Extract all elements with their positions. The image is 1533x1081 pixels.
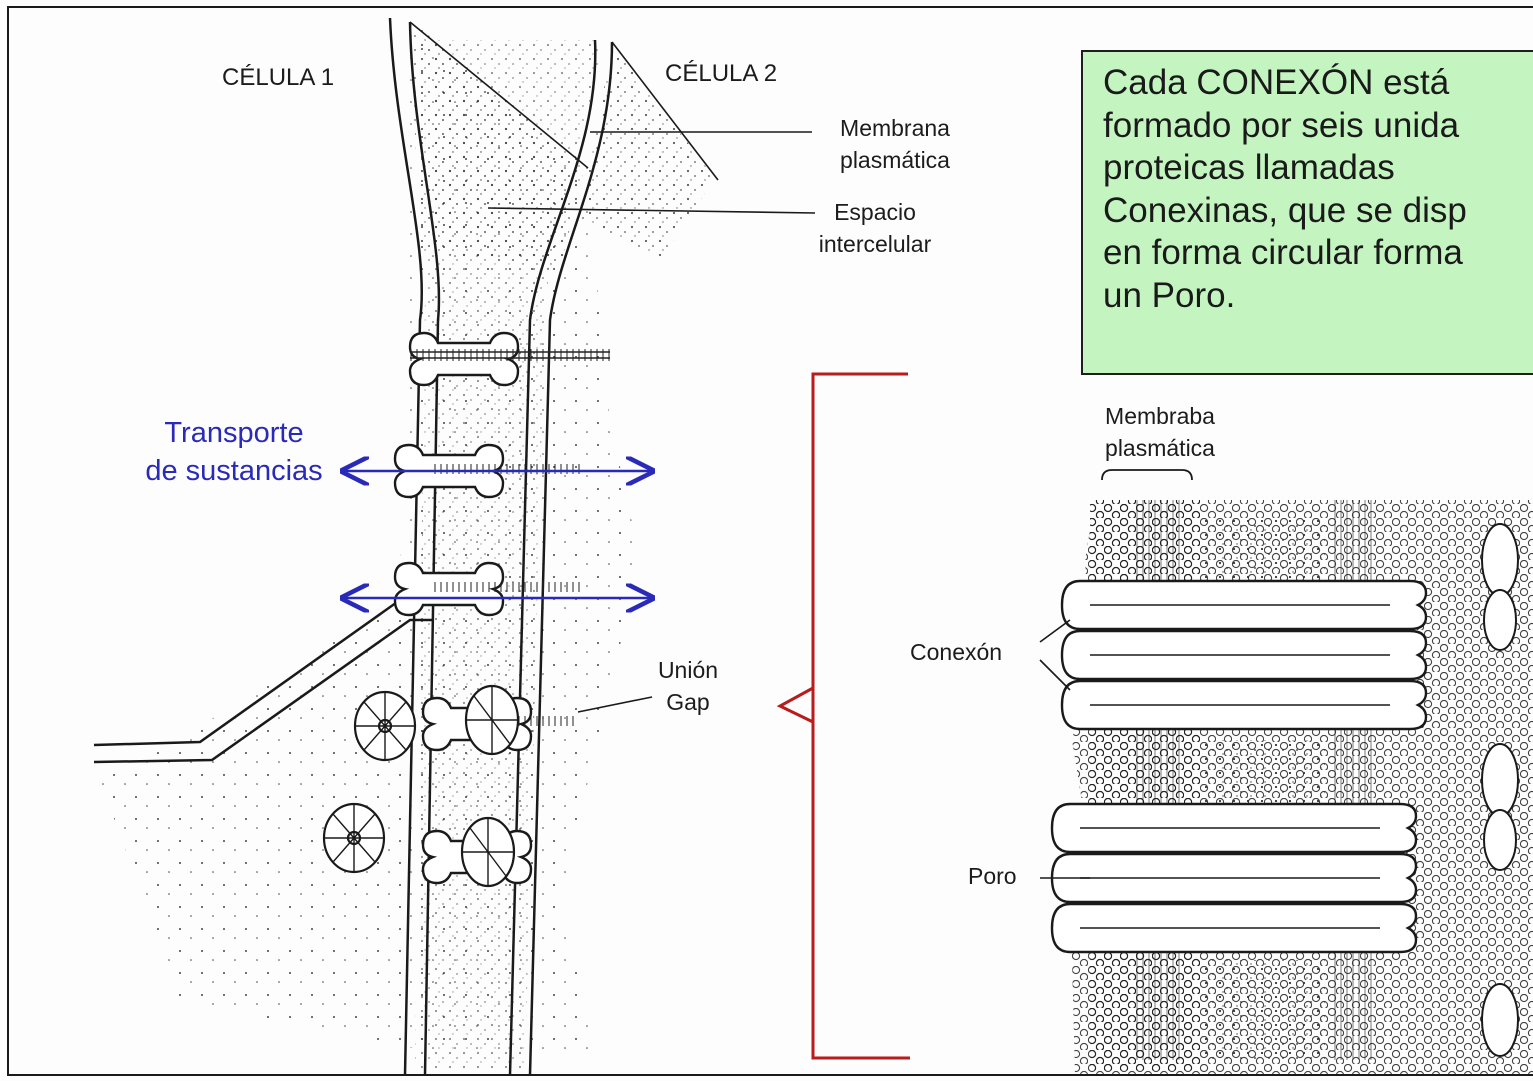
transport-label-line1: Transporte (164, 417, 304, 449)
cell2-edge-lines (409, 21, 719, 181)
slide-frame (7, 6, 1533, 1076)
membrane-label-line2: plasmática (840, 147, 950, 173)
note-line-4: Conexinas, que se disp (1103, 190, 1467, 230)
cell2-label: CÉLULA 2 (665, 60, 778, 87)
note-line-2: formado por seis unida (1103, 105, 1460, 145)
membraba-label: Membraba plasmática (1080, 400, 1240, 464)
membraba-label-line2: plasmática (1105, 435, 1215, 461)
zoom-bracket (776, 372, 910, 1060)
connexon-note-box: Cada CONEXÓN está formado por seis unida… (1081, 50, 1533, 375)
leader-lines (487, 131, 816, 713)
note-line-5: en forma circular forma (1103, 233, 1463, 272)
membraba-label-line1: Membraba (1105, 403, 1215, 429)
note-line-1: Cada CONEXÓN está (1103, 63, 1450, 102)
cell2-membrane (508, 39, 614, 1076)
connexon-rosettes (322, 684, 520, 888)
transport-label: Transporte de sustancias (118, 414, 350, 490)
space-label-line1: Espacio (834, 199, 916, 225)
transport-label-line2: de sustancias (145, 455, 323, 487)
membrane-label-line1: Membrana (840, 115, 950, 141)
space-label-line2: intercelular (818, 231, 932, 257)
connexon-label: Conexón (910, 639, 1003, 665)
cell2-stipple-wedge (580, 45, 715, 260)
pore-label: Poro (968, 863, 1017, 889)
note-line-3: proteicas llamadas (1103, 148, 1395, 187)
note-line-6: un Poro. (1103, 275, 1236, 315)
magnified-gap-junction (1039, 469, 1533, 1075)
membrane-label: Membrana plasmática (815, 112, 975, 176)
gap-label-line2: Gap (666, 689, 710, 715)
transport-arrows (343, 471, 652, 598)
gap-label-line1: Unión (657, 657, 719, 683)
cell1-membrane (388, 17, 441, 1076)
cell1-label: CÉLULA 1 (222, 64, 335, 91)
gap-junction-label: Unión Gap (638, 654, 738, 718)
intercellular-space-stipple (415, 40, 602, 1070)
cell1-stipple-wedge (410, 20, 585, 270)
intercellular-space-label: Espacio intercelular (795, 196, 955, 260)
